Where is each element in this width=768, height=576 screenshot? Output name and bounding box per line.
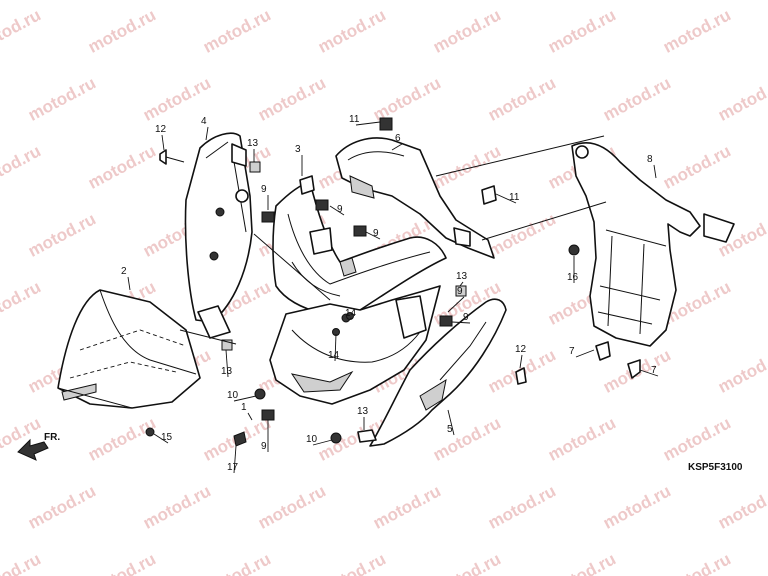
callout-leader-7	[575, 349, 595, 358]
callout-leader-6	[391, 143, 403, 151]
callout-leader-1	[247, 412, 253, 421]
callout-leader-2	[127, 276, 131, 291]
part-4-left-side-panel	[184, 132, 253, 339]
callout-13: 13	[247, 138, 259, 149]
callout-10: 10	[227, 390, 239, 401]
callout-leader-14	[334, 333, 337, 362]
callout-1: 1	[241, 402, 247, 413]
callout-12: 12	[155, 124, 167, 135]
callout-leader-11	[495, 193, 517, 204]
callout-14: 14	[345, 308, 357, 319]
callout-13: 13	[456, 271, 468, 282]
callout-9: 9	[337, 204, 343, 215]
callout-15: 15	[161, 432, 173, 443]
hardware-parts	[145, 149, 641, 447]
callout-14: 14	[328, 350, 340, 361]
callout-leader-10	[312, 439, 333, 446]
callout-9: 9	[373, 228, 379, 239]
callout-leader-10	[233, 395, 257, 402]
callout-7: 7	[651, 365, 657, 376]
callout-7: 7	[569, 346, 575, 357]
callout-16: 16	[567, 272, 579, 283]
callout-9: 9	[261, 441, 267, 452]
callout-8: 8	[647, 154, 653, 165]
callout-leader-5	[447, 409, 455, 436]
front-label: FR.	[44, 432, 60, 443]
callout-11: 11	[349, 114, 360, 125]
callout-5: 5	[447, 424, 453, 435]
callout-leader-7	[639, 369, 659, 377]
part-lower-inner-fairing	[269, 285, 441, 405]
callout-13: 13	[221, 366, 233, 377]
callout-leader-12	[161, 134, 165, 151]
callout-leader-13	[459, 281, 464, 287]
callout-leader-4	[205, 126, 209, 141]
callout-2: 2	[121, 266, 127, 277]
callout-12: 12	[515, 344, 527, 355]
callout-leader-9	[329, 205, 345, 216]
callout-9: 9	[463, 312, 469, 323]
callout-leader-11	[355, 121, 381, 126]
callout-leader-9	[451, 321, 471, 324]
front-direction-arrow: FR.	[17, 432, 60, 461]
callout-labels: 1234567789999991010111112121313131314141…	[121, 114, 659, 474]
callout-leader-8	[653, 164, 657, 179]
callout-leader-13	[225, 349, 229, 378]
callout-13: 13	[357, 406, 369, 417]
callout-leader-14	[349, 317, 353, 320]
part-2-front-cover	[57, 289, 201, 409]
part-3-upper-fairing	[272, 175, 447, 315]
diagram-code: KSP5F3100	[688, 462, 743, 473]
callout-leader-17	[233, 445, 237, 474]
callout-leader-9	[365, 231, 381, 240]
callout-leader-9	[447, 296, 465, 313]
callout-10: 10	[306, 434, 318, 445]
callout-6: 6	[395, 133, 401, 144]
part-6-meter-visor	[335, 117, 495, 259]
callout-4: 4	[201, 116, 207, 127]
part-8-stay-bracket	[571, 142, 735, 347]
callout-9: 9	[261, 184, 267, 195]
assembly-lines	[179, 135, 607, 345]
callout-3: 3	[295, 144, 301, 155]
callout-leader-12	[519, 354, 523, 369]
callout-leader-15	[153, 433, 169, 444]
callout-11: 11	[509, 192, 520, 203]
callout-17: 17	[227, 462, 239, 473]
callout-9: 9	[457, 286, 463, 297]
